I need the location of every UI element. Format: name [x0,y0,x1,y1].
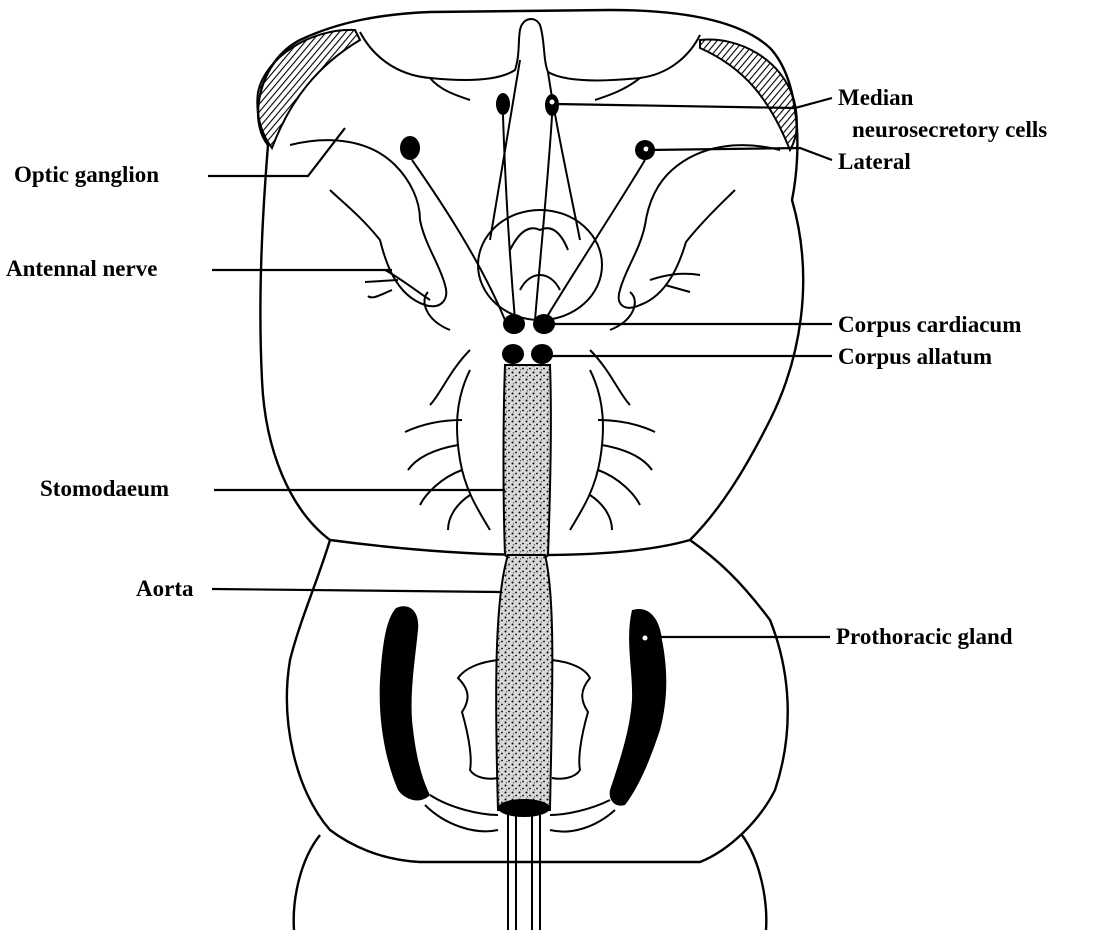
label-stomodaeum: Stomodaeum [40,477,169,500]
optic-lobe-right [619,145,780,308]
stomodaeum [504,365,551,563]
corpus-allatum-right [531,344,553,364]
median-nsc-left [496,93,510,115]
label-neurosecretory-cells: neurosecretory cells [852,118,1047,141]
lateral-nsc-left [400,136,420,160]
prothoracic-gland-right [610,609,667,806]
label-aorta: Aorta [136,577,193,600]
branch-nerves-left [405,370,490,530]
gut-tube [508,815,540,930]
branch-nerves-right [570,370,655,530]
abdomen-edge-left [294,835,320,930]
label-optic-ganglion: Optic ganglion [14,163,159,186]
prothoracic-gland-left [380,606,430,800]
label-lateral: Lateral [838,150,911,173]
leader-lateral [648,148,832,160]
aorta-base [498,799,550,817]
abdomen-edge-right [742,835,766,930]
label-median: Median [838,86,913,109]
label-corpus-cardiacum: Corpus cardiacum [838,313,1021,336]
compound-eye-right [700,40,797,150]
antennal-nerve-right [650,274,700,292]
label-prothoracic-gland: Prothoracic gland [836,625,1013,648]
label-corpus-allatum: Corpus allatum [838,345,992,368]
aorta [496,555,552,810]
leader-aorta [212,589,500,592]
corpus-cardiacum-left [503,314,525,334]
label-antennal-nerve: Antennal nerve [6,257,157,280]
brain [360,19,700,100]
corpus-allatum-left [502,344,524,364]
